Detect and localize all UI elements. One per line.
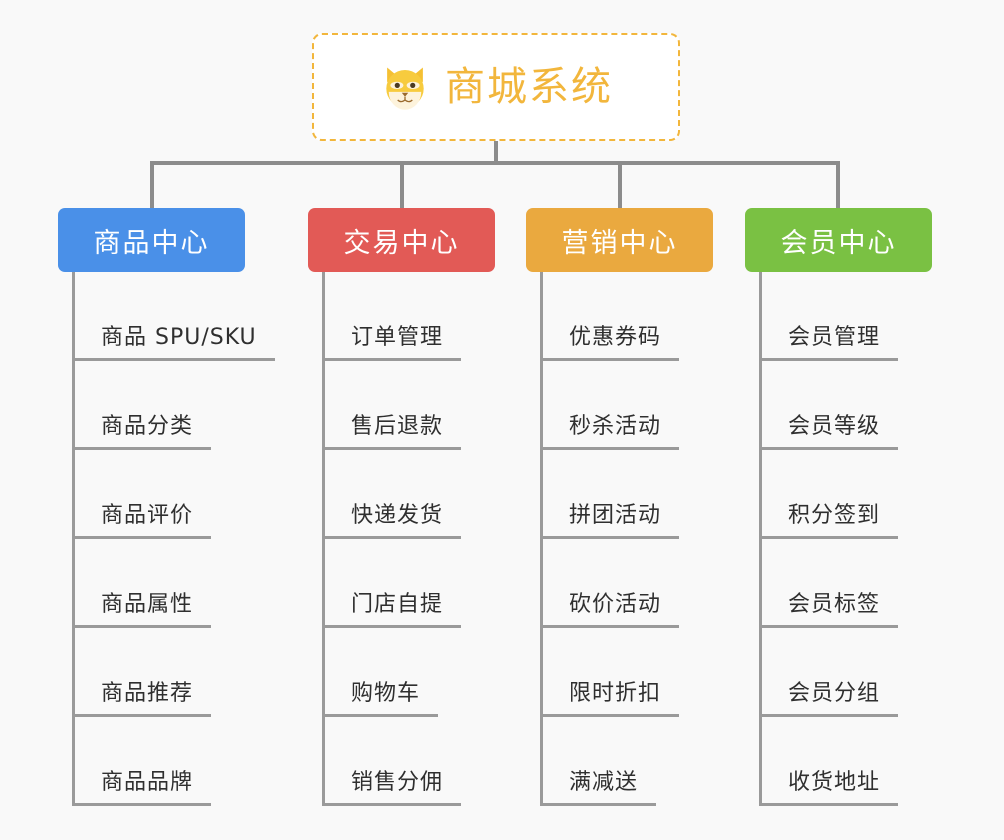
list-item[interactable]: 积分签到 (762, 450, 932, 539)
list-item[interactable]: 商品评价 (75, 450, 245, 539)
list-item[interactable]: 商品 SPU/SKU (75, 272, 275, 361)
connector-horizontal-bus (150, 161, 838, 165)
connector-root-stem (494, 141, 498, 164)
shiba-dog-face-icon (386, 67, 424, 110)
root-title: 商城系统 (445, 64, 613, 110)
leaf-label: 商品分类 (75, 416, 212, 450)
leaf-label: 积分签到 (762, 505, 899, 539)
list-item[interactable]: 满减送 (543, 717, 713, 806)
leaf-label: 会员分组 (762, 683, 899, 717)
leaf-label: 商品品牌 (75, 772, 212, 806)
leaf-label: 满减送 (543, 772, 657, 806)
list-item[interactable]: 门店自提 (325, 539, 495, 628)
branch-header-4[interactable]: 会员中心 (745, 208, 932, 272)
leaf-list-4: 会员管理 会员等级 积分签到 会员标签 会员分组 收货地址 (759, 272, 932, 806)
list-item[interactable]: 商品推荐 (75, 628, 245, 717)
leaf-label: 砍价活动 (543, 594, 680, 628)
leaf-label: 收货地址 (762, 772, 899, 806)
list-item[interactable]: 销售分佣 (325, 717, 495, 806)
leaf-label: 秒杀活动 (543, 416, 680, 450)
list-item[interactable]: 会员标签 (762, 539, 932, 628)
leaf-label: 商品评价 (75, 505, 212, 539)
branch-header-label-4: 会员中心 (780, 227, 897, 259)
list-item[interactable]: 会员分组 (762, 628, 932, 717)
leaf-list-2: 订单管理 售后退款 快递发货 门店自提 购物车 销售分佣 (322, 272, 495, 806)
leaf-list-1: 商品 SPU/SKU 商品分类 商品评价 商品属性 商品推荐 商品品牌 (72, 272, 275, 806)
list-item[interactable]: 拼团活动 (543, 450, 713, 539)
leaf-label: 商品属性 (75, 594, 212, 628)
leaf-label: 快递发货 (325, 505, 462, 539)
list-item[interactable]: 会员管理 (762, 272, 932, 361)
connector-drop-4 (836, 161, 840, 209)
list-item[interactable]: 商品分类 (75, 361, 245, 450)
leaf-label: 拼团活动 (543, 505, 680, 539)
list-item[interactable]: 商品品牌 (75, 717, 245, 806)
branch-header-label-1: 商品中心 (93, 227, 210, 259)
leaf-label: 会员等级 (762, 416, 899, 450)
branch-column-4: 会员中心 会员管理 会员等级 积分签到 会员标签 会员分组 收货地址 (745, 208, 932, 806)
leaf-label: 限时折扣 (543, 683, 680, 717)
root-node[interactable]: 商城系统 (312, 33, 680, 141)
leaf-label: 优惠券码 (543, 327, 680, 361)
leaf-list-3: 优惠券码 秒杀活动 拼团活动 砍价活动 限时折扣 满减送 (540, 272, 713, 806)
branch-header-label-3: 营销中心 (561, 227, 678, 259)
leaf-label: 门店自提 (325, 594, 462, 628)
leaf-label: 会员标签 (762, 594, 899, 628)
list-item[interactable]: 限时折扣 (543, 628, 713, 717)
leaf-label: 售后退款 (325, 416, 462, 450)
leaf-label: 商品推荐 (75, 683, 212, 717)
connector-drop-2 (400, 161, 404, 209)
list-item[interactable]: 会员等级 (762, 361, 932, 450)
list-item[interactable]: 优惠券码 (543, 272, 713, 361)
list-item[interactable]: 售后退款 (325, 361, 495, 450)
branch-column-3: 营销中心 优惠券码 秒杀活动 拼团活动 砍价活动 限时折扣 满减送 (526, 208, 713, 806)
leaf-label: 购物车 (325, 683, 439, 717)
leaf-label: 会员管理 (762, 327, 899, 361)
list-item[interactable]: 订单管理 (325, 272, 495, 361)
leaf-label: 商品 SPU/SKU (75, 327, 275, 361)
list-item[interactable]: 购物车 (325, 628, 495, 717)
branch-column-1: 商品中心 商品 SPU/SKU 商品分类 商品评价 商品属性 商品推荐 商品品牌 (58, 208, 275, 806)
leaf-label: 销售分佣 (325, 772, 462, 806)
list-item[interactable]: 砍价活动 (543, 539, 713, 628)
leaf-label: 订单管理 (325, 327, 462, 361)
branch-header-2[interactable]: 交易中心 (308, 208, 495, 272)
list-item[interactable]: 秒杀活动 (543, 361, 713, 450)
branch-column-2: 交易中心 订单管理 售后退款 快递发货 门店自提 购物车 销售分佣 (308, 208, 495, 806)
connector-drop-3 (618, 161, 622, 209)
list-item[interactable]: 快递发货 (325, 450, 495, 539)
branch-header-label-2: 交易中心 (343, 227, 460, 259)
list-item[interactable]: 收货地址 (762, 717, 932, 806)
list-item[interactable]: 商品属性 (75, 539, 245, 628)
branch-header-3[interactable]: 营销中心 (526, 208, 713, 272)
branch-header-1[interactable]: 商品中心 (58, 208, 245, 272)
connector-drop-1 (150, 161, 154, 209)
